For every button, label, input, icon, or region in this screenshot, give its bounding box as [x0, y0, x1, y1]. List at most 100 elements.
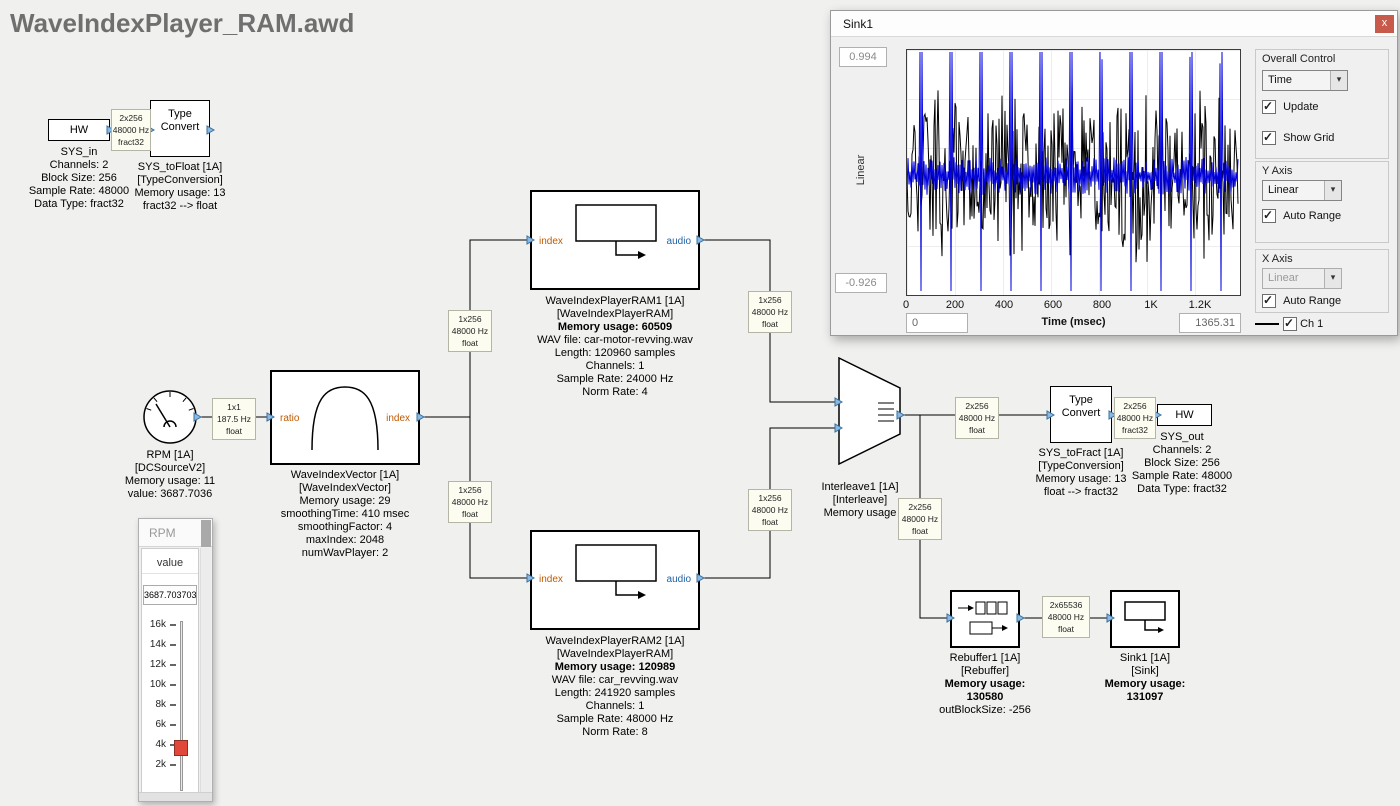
x-tick: 600	[1043, 299, 1063, 311]
rebuffer-icon	[958, 601, 1008, 635]
x-auto-range-checkbox[interactable]: ✓ Auto Range	[1262, 293, 1342, 308]
sys-out-hw-block[interactable]: HW	[1157, 404, 1212, 426]
text-line: Sample Rate: 24000 Hz	[556, 373, 674, 385]
channel-legend[interactable]: ✓ Ch 1	[1255, 316, 1324, 333]
text-line: 10k	[149, 679, 166, 690]
x-min-field[interactable]: 0	[906, 313, 968, 333]
text-line: Channels: 1	[585, 700, 645, 712]
text-line: Data Type: fract32	[34, 198, 124, 210]
sink1-window[interactable]: Sink1 x 0.994 -0.926 Linear 0 200 400 60…	[830, 10, 1398, 336]
scrollbar-track[interactable]	[200, 548, 211, 793]
sink-block[interactable]	[1110, 590, 1180, 648]
y-auto-range-checkbox[interactable]: ✓ Auto Range	[1262, 208, 1341, 223]
wave-index-player1-caption: WaveIndexPlayerRAM1 [1A][WaveIndexPlayer…	[515, 295, 715, 399]
checkbox-label: Update	[1283, 101, 1319, 113]
close-button[interactable]: x	[1375, 15, 1394, 33]
sink-caption: Sink1 [1A][Sink]Memory usage: 131097	[1085, 652, 1205, 704]
rpm-panel-footer	[139, 792, 212, 801]
show-grid-checkbox[interactable]: ✓ Show Grid	[1262, 130, 1334, 145]
update-checkbox[interactable]: ✓ Update	[1262, 99, 1319, 114]
wave-index-player2-caption: WaveIndexPlayerRAM2 [1A][WaveIndexPlayer…	[515, 635, 715, 739]
text-line: 6k	[155, 719, 166, 730]
text-line: [WaveIndexPlayerRAM]	[556, 308, 674, 320]
y-axis-label: Y Axis	[1262, 165, 1293, 177]
scrollbar-thumb[interactable]	[201, 520, 211, 547]
text-line: Memory usage	[823, 507, 897, 519]
text-line: float	[761, 517, 779, 527]
sink1-titlebar[interactable]: Sink1 x	[831, 11, 1397, 37]
text-line: 48000 Hz	[751, 307, 789, 317]
text-line: [Sink]	[1131, 665, 1159, 677]
checkbox-box: ✓	[1262, 208, 1276, 223]
x-axis-label: X Axis	[1262, 253, 1293, 265]
sink1-window-title: Sink1	[843, 17, 874, 31]
text-line: [TypeConversion]	[1038, 460, 1124, 472]
display-mode-select[interactable]: Time ▾	[1262, 70, 1348, 91]
text-line: 2x256	[119, 113, 143, 123]
text-line: Convert	[160, 121, 200, 133]
sys-tofloat-caption: SYS_toFloat [1A][TypeConversion]Memory u…	[120, 161, 240, 213]
text-line: 48000 Hz	[112, 125, 150, 135]
text-line: 1x256	[458, 314, 482, 324]
checkbox-box: ✓	[1262, 293, 1276, 308]
text-line: Sample Rate: 48000	[28, 185, 130, 197]
text-line: 2k	[155, 759, 166, 770]
y-axis-group: Y Axis Linear ▾ ✓ Auto Range	[1255, 161, 1389, 243]
wave-index-player1-block[interactable]: index audio	[530, 190, 700, 290]
wire[interactable]	[469, 239, 530, 579]
x-axis-title: Time (msec)	[1041, 316, 1106, 328]
text-line: float	[761, 319, 779, 329]
text-line: 2x256	[1123, 401, 1147, 411]
text-line: Type	[168, 108, 192, 120]
text-line: fract32 --> float	[142, 200, 218, 212]
checkbox-label: Auto Range	[1283, 295, 1342, 307]
rpm-slider-handle[interactable]	[174, 740, 188, 756]
scope-plot[interactable]	[906, 49, 1241, 296]
wave-index-player2-block[interactable]: index audio	[530, 530, 700, 630]
x-axis-group: X Axis Linear ▾ ✓ Auto Range	[1255, 249, 1389, 313]
x-tick: 200	[945, 299, 965, 311]
text-line: value: 3687.7036	[127, 488, 213, 500]
checkbox-box: ✓	[1262, 99, 1276, 114]
rpm-source-block[interactable]	[142, 389, 198, 445]
rebuffer-block[interactable]	[950, 590, 1020, 648]
interleave-block[interactable]	[838, 356, 902, 466]
x-scale-select: Linear ▾	[1262, 268, 1342, 289]
sys-in-hw-block[interactable]: HW	[48, 119, 110, 141]
trace-color-sample	[1255, 323, 1279, 325]
text-line: numWavPlayer: 2	[301, 547, 389, 559]
check-icon: ✓	[1263, 293, 1274, 307]
text-line: [WaveIndexVector]	[299, 482, 391, 494]
text-line: 12k	[149, 659, 166, 670]
rpm-slider-track[interactable]	[180, 621, 183, 791]
text-line: float --> fract32	[1043, 486, 1119, 498]
text-line: Length: 241920 samples	[554, 687, 676, 699]
interleave-icon	[838, 356, 901, 466]
dome-icon	[311, 386, 379, 451]
channel-legend-label: Ch 1	[1300, 317, 1324, 330]
x-max-field[interactable]: 1365.31	[1179, 313, 1241, 333]
document-title: WaveIndexPlayer_RAM.awd	[10, 8, 355, 38]
rpm-value-field[interactable]: 3687.703703	[143, 585, 197, 605]
rpm-panel-titlebar[interactable]: RPM	[139, 519, 212, 547]
wave-index-vector-block[interactable]: ratio index	[270, 370, 420, 465]
y-scale-select[interactable]: Linear ▾	[1262, 180, 1342, 201]
text-line: 187.5 Hz	[216, 414, 252, 424]
rpm-panel-title: RPM	[149, 526, 176, 540]
text-line: Block Size: 256	[1144, 457, 1220, 469]
index-port-label: index	[386, 413, 410, 424]
